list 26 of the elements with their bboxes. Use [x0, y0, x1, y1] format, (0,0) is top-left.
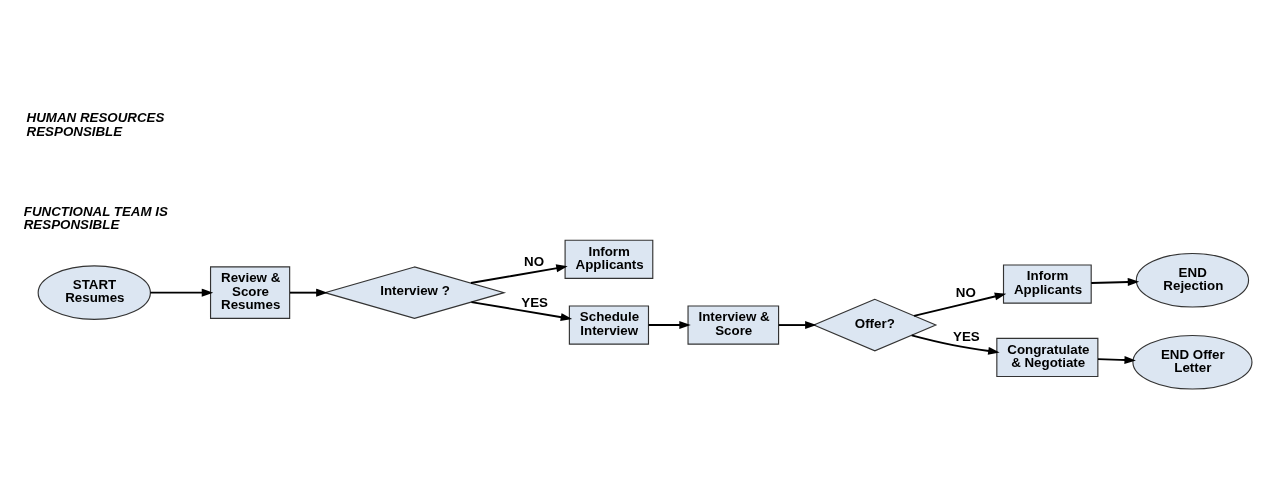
arrow [470, 300, 573, 321]
node-box: Congratulate & Negotiate [996, 337, 1099, 377]
arrow [469, 263, 568, 284]
node-ellipse: END Offer Letter [1132, 334, 1253, 390]
arrow [1097, 355, 1136, 364]
node-box: Schedule Interview [568, 304, 650, 345]
arrow [913, 292, 1007, 317]
edge-label: NO [524, 253, 545, 269]
node-ellipse: START Resumes [37, 264, 151, 320]
arrow [1090, 277, 1140, 286]
arrow [149, 288, 214, 297]
arrow [910, 333, 1000, 355]
node-diamond: Offer? [812, 298, 938, 351]
arrow [289, 288, 328, 297]
label: HUMAN RESOURCES RESPONSIBLE [26, 109, 165, 139]
arrow [647, 320, 691, 329]
label: FUNCTIONAL TEAM IS RESPONSIBLE [23, 203, 168, 232]
node-box: Review & Score Resumes [210, 265, 291, 319]
edge-label: YES [952, 328, 980, 343]
node-ellipse: END Rejection [1135, 252, 1250, 308]
arrow [777, 320, 817, 329]
node-box: Inform Applicants [1002, 263, 1092, 304]
node-box: Interview & Score [687, 304, 780, 345]
edge-label: NO [955, 284, 976, 300]
node-box: Inform Applicants [564, 239, 654, 279]
edge-label: YES [521, 294, 548, 310]
